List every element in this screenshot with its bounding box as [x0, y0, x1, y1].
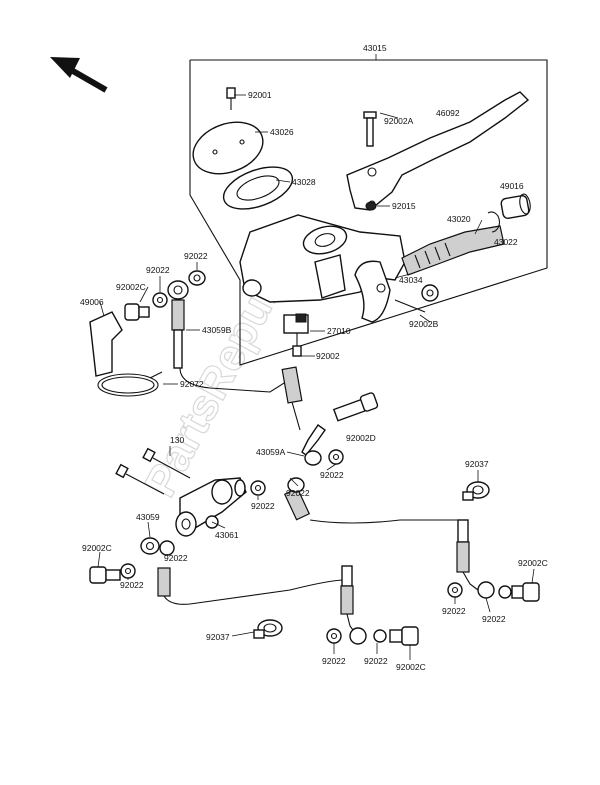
- label-92037-a: 92037: [465, 459, 489, 469]
- washer: [120, 563, 136, 579]
- cap-screw: [226, 87, 236, 110]
- brake-hose-lower-middle: [326, 565, 419, 646]
- lever-pivot-nut: [365, 201, 377, 211]
- leader-lines: [97, 94, 535, 660]
- label-92001: 92001: [248, 90, 272, 100]
- mounting-bolts: [115, 447, 191, 495]
- label-92022-b: 92022: [146, 265, 170, 275]
- label-43059B: 43059B: [202, 325, 232, 335]
- piston-assembly: [401, 225, 505, 276]
- washer: [328, 449, 344, 465]
- label-92022-e2: 92022: [251, 501, 275, 511]
- banjo-bolt-d: [332, 392, 379, 422]
- brake-hose-43059a: [301, 424, 326, 466]
- brake-hose-upper: [167, 280, 303, 431]
- part-labels: 43015 92001 43026 43028 92002A 46092 920…: [80, 43, 548, 672]
- label-92022-e: 92022: [286, 488, 310, 498]
- assembly-outline: [189, 54, 548, 366]
- label-92022-d: 92022: [320, 470, 344, 480]
- direction-arrow-icon: [50, 57, 108, 93]
- label-92022-k: 92022: [364, 656, 388, 666]
- label-43028: 43028: [292, 177, 316, 187]
- label-130: 130: [170, 435, 184, 445]
- bleeder-cap: [89, 311, 123, 377]
- lever-pivot-bolt: [363, 111, 377, 147]
- label-92072: 92072: [180, 379, 204, 389]
- label-92022-a: 92022: [184, 251, 208, 261]
- label-92002C-a: 92002C: [116, 282, 146, 292]
- pivot-bolt: [394, 299, 426, 313]
- label-92002C-b: 92002C: [82, 543, 112, 553]
- label-43061: 43061: [215, 530, 239, 540]
- banjo-bolt-lower: [89, 566, 121, 584]
- label-43026: 43026: [270, 127, 294, 137]
- label-92022-g: 92022: [120, 580, 144, 590]
- label-92022-c: 92002D: [346, 433, 376, 443]
- label-92022-h: 92022: [442, 606, 466, 616]
- label-92022-j: 92022: [322, 656, 346, 666]
- master-cylinder-body: [239, 214, 406, 323]
- label-27010: 27010: [327, 326, 351, 336]
- label-92002C-d: 92002C: [396, 662, 426, 672]
- label-43020: 43020: [447, 214, 471, 224]
- label-92002: 92002: [316, 351, 340, 361]
- dust-boot: [500, 193, 531, 220]
- label-92022-f: 92022: [164, 553, 188, 563]
- label-46092: 46092: [436, 108, 460, 118]
- reservoir-cap: [192, 121, 264, 175]
- label-92022-i: 92022: [482, 614, 506, 624]
- banjo-bolt: [124, 303, 150, 321]
- label-43022: 43022: [494, 237, 518, 247]
- circlip: [487, 211, 500, 233]
- label-92037-b: 92037: [206, 632, 230, 642]
- label-49006: 49006: [80, 297, 104, 307]
- washer: [152, 270, 206, 308]
- label-92015: 92015: [392, 201, 416, 211]
- label-43015: 43015: [363, 43, 387, 53]
- label-92002C-c: 92002C: [518, 558, 548, 568]
- brake-light-switch: [283, 313, 309, 357]
- brake-hose-lower-left: [140, 537, 346, 605]
- pivot-gear-icon: [421, 284, 439, 302]
- label-49016: 49016: [500, 181, 524, 191]
- hose-clip: [462, 481, 490, 501]
- hose-clip-lower: [253, 619, 283, 639]
- label-43034: 43034: [399, 275, 423, 285]
- label-92002A: 92002A: [384, 116, 414, 126]
- label-43059A: 43059A: [256, 447, 286, 457]
- label-43059: 43059: [136, 512, 160, 522]
- hose-clamp: [97, 371, 163, 397]
- label-92002B: 92002B: [409, 319, 439, 329]
